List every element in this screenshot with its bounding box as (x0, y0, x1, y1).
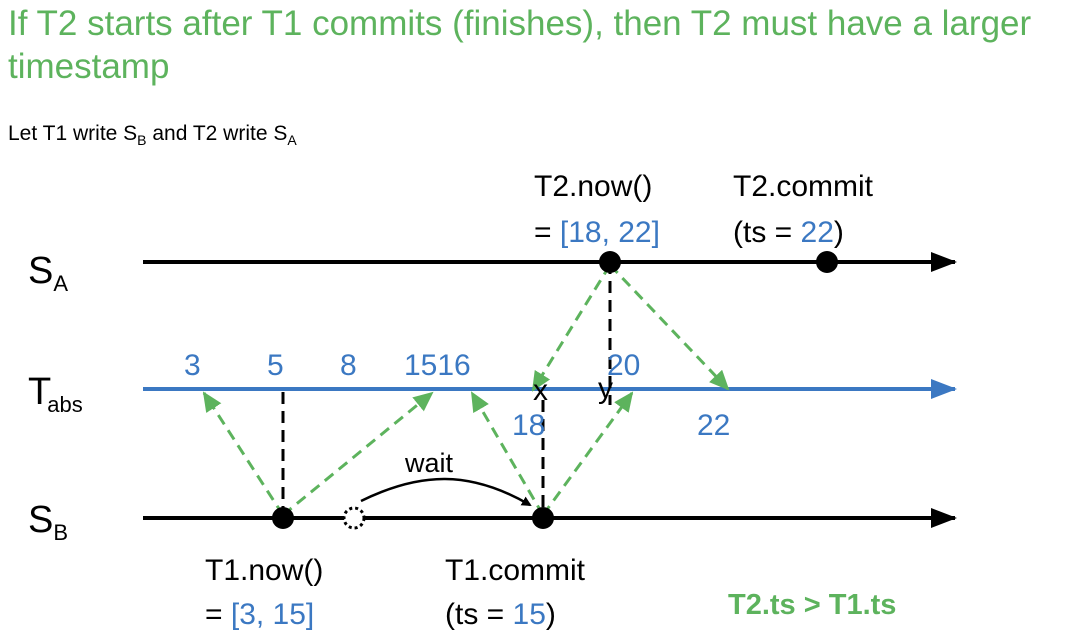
t2-now-interval: = [18, 22] (534, 216, 660, 249)
t1-commit-label: T1.commit (445, 554, 586, 587)
slide-title: If T2 starts after T1 commits (finishes)… (8, 4, 1032, 86)
t2-now-event (599, 251, 621, 273)
tick-3: 3 (184, 349, 201, 382)
dashed-projections (281, 262, 612, 518)
subtitle-text: and T2 write S (146, 122, 288, 145)
t1-commit-event (532, 507, 554, 529)
subtitle-text: Let T1 write S (8, 122, 138, 145)
tick-20: 20 (607, 349, 640, 382)
t1-now-interval: = [3, 15] (205, 598, 314, 631)
subtitle-sub: B (137, 132, 147, 149)
t1-now-event (272, 507, 294, 529)
lane-label-sb: SB (28, 499, 68, 545)
marker-y: y (598, 372, 613, 405)
lane-label-sa: SA (28, 250, 68, 296)
message-arrows (202, 263, 730, 517)
tabs-ticks: 3 5 8 1516 20 18 22 (184, 349, 730, 442)
t2-now-label: T2.now() (534, 170, 652, 203)
t2-commit-label: T2.commit (733, 170, 874, 203)
tick-5: 5 (267, 349, 284, 382)
lane-label-tabs: Tabs (28, 371, 83, 417)
t1-original-commit-point (342, 506, 366, 530)
wait-label: wait (404, 448, 454, 478)
slide-subtitle: Let T1 write SB and T2 write SA (8, 122, 297, 148)
wait-arrow (360, 477, 532, 507)
tick-22: 22 (697, 409, 730, 442)
marker-x: x (533, 374, 548, 407)
tick-1516: 1516 (404, 349, 471, 382)
tick-8: 8 (340, 349, 357, 382)
t2-commit-event (816, 251, 838, 273)
conclusion: T2.ts > T1.ts (728, 589, 896, 621)
t1-now-label: T1.now() (205, 554, 323, 587)
tick-18: 18 (512, 409, 545, 442)
subtitle-sub: A (287, 132, 297, 149)
t2-commit-ts: (ts = 22) (733, 216, 844, 249)
t1-commit-ts: (ts = 15) (445, 598, 556, 631)
